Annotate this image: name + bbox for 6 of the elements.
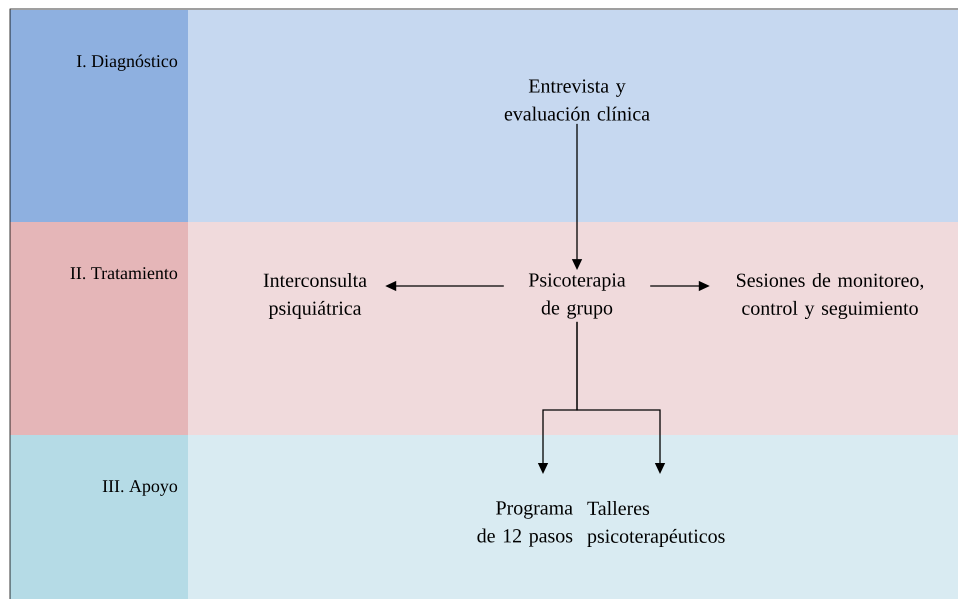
step-text: Entrevista y evaluación clínica bbox=[504, 79, 650, 121]
step-text: Interconsulta psiquiátrica bbox=[264, 273, 367, 319]
step-text: Psicoterapia de grupo bbox=[528, 273, 626, 319]
step-text: Talleres psicoterapéuticos bbox=[587, 501, 725, 547]
step-text: Sesiones de monitoreo, control y seguimiento bbox=[736, 272, 924, 319]
step-text: Programa de 12 pasos bbox=[477, 501, 573, 547]
